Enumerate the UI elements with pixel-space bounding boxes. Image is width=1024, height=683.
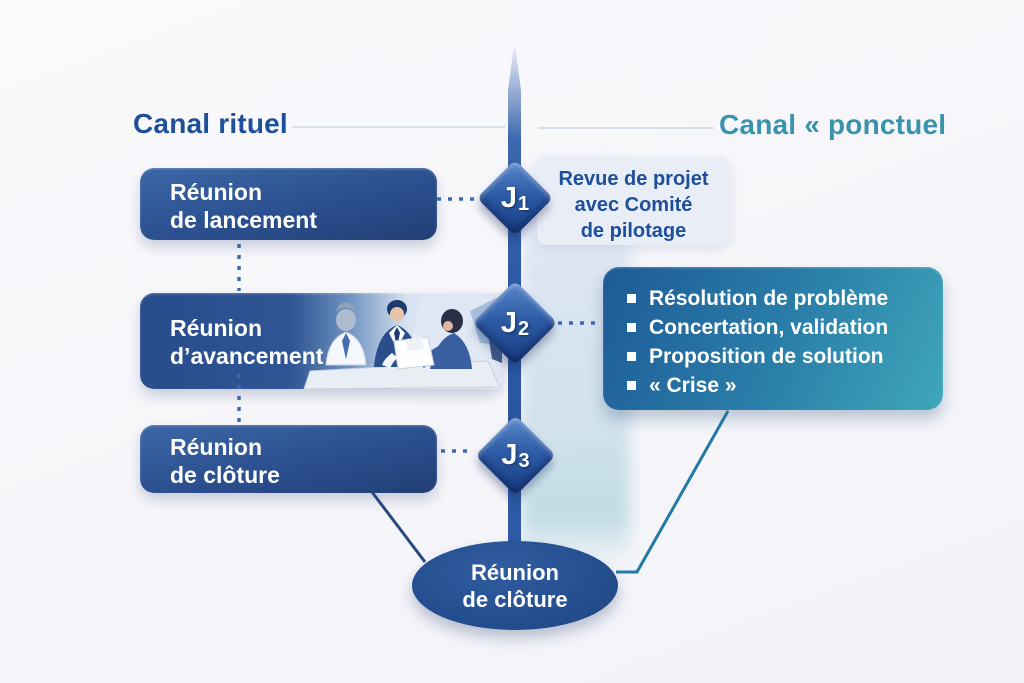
topic-item: Proposition de solution [627, 342, 943, 371]
topic-label: Proposition de solution [649, 344, 884, 368]
solid-connector-cloture-ellipse [370, 491, 427, 563]
milestone-main: J [500, 306, 517, 339]
ellipse-line1: Réunion [471, 559, 559, 585]
meeting-box-lancement: Réunion de lancement [140, 168, 437, 240]
meeting-box-line2: de clôture [170, 462, 280, 488]
topic-item: Concertation, validation [627, 313, 943, 342]
bullet-square-icon [627, 352, 636, 361]
meeting-box-line1: Réunion [170, 434, 262, 460]
topics-list: Résolution de problème Concertation, val… [627, 284, 943, 400]
meeting-box-line1: Réunion [170, 315, 262, 341]
meeting-box-line1: Réunion [170, 179, 262, 205]
meeting-box-avancement: Réunion d’avancement [140, 293, 502, 389]
topic-label: Concertation, validation [649, 315, 889, 339]
left-channel-header: Canal rituel [133, 108, 288, 139]
topic-label: « Crise » [649, 373, 737, 397]
bullet-square-icon [627, 323, 636, 332]
topic-label: Résolution de problème [649, 286, 889, 310]
milestone-main: J [500, 181, 517, 214]
milestone-main: J [501, 439, 518, 471]
milestone-sub: 2 [518, 317, 530, 340]
meeting-box-cloture: Réunion de clôture [140, 425, 437, 493]
note-line1: Revue de projet [558, 168, 709, 190]
bullet-square-icon [627, 294, 636, 303]
milestone-sub: 1 [518, 192, 530, 215]
milestone-sub: 3 [518, 450, 530, 472]
meeting-box-line2: d’avancement [170, 343, 324, 369]
note-line2: avec Comité [574, 194, 693, 216]
punctual-topics-panel: Résolution de problème Concertation, val… [603, 267, 943, 410]
note-line3: de pilotage [580, 220, 687, 242]
solid-connector-panel-ellipse [616, 410, 730, 574]
topic-item: Résolution de problème [627, 284, 943, 313]
right-channel-header: Canal « ponctuel [719, 109, 947, 140]
ellipse-line2: de clôture [462, 586, 568, 612]
topic-item: « Crise » [627, 371, 943, 400]
project-review-note: Revue de projet avec Comité de pilotage [537, 157, 730, 245]
bullet-square-icon [627, 381, 636, 390]
meeting-box-line2: de lancement [170, 207, 317, 233]
closing-ellipse: Réunion de clôture [412, 541, 618, 630]
meeting-illustration [303, 293, 502, 389]
